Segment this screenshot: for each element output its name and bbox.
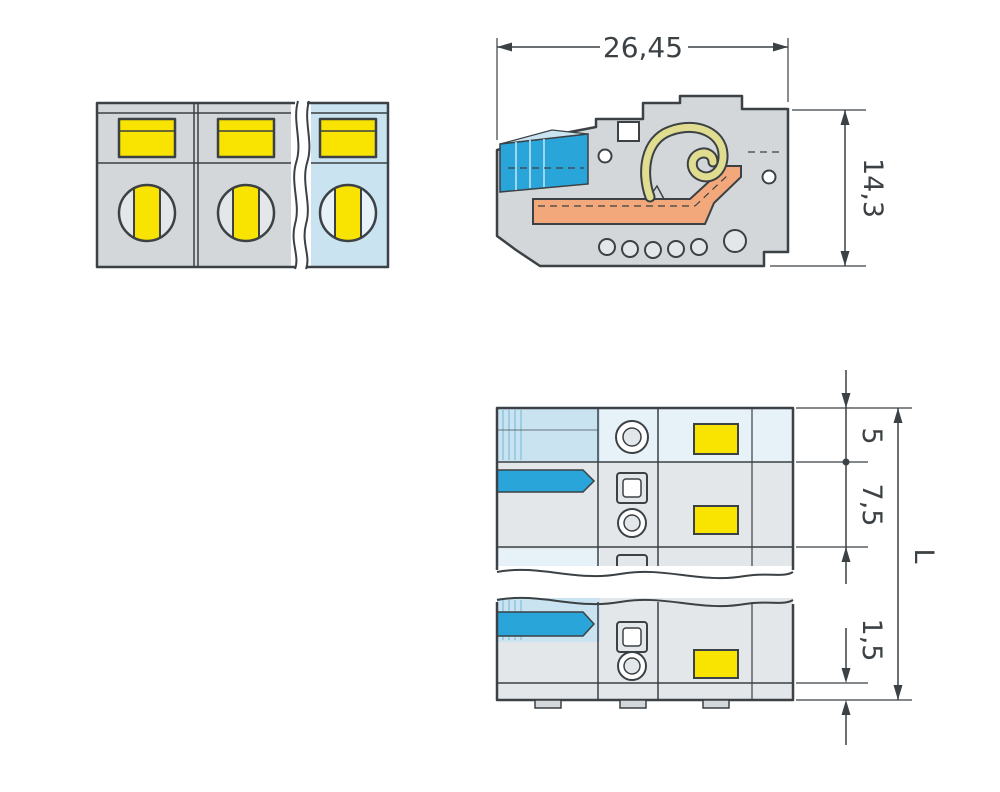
- module-end: [318, 117, 378, 243]
- end-pole-features: [616, 621, 739, 681]
- conductor-entry: [216, 183, 276, 243]
- busbar: [532, 165, 742, 225]
- dim-end-offset: 1,5: [841, 619, 887, 745]
- front-view: [95, 99, 390, 271]
- break-gap: [291, 99, 311, 271]
- pole-pitch-view: [494, 406, 798, 709]
- clamp-actuator: [334, 185, 362, 241]
- pole-2-features: [616, 472, 739, 538]
- dim-overall-height: 14,3: [770, 109, 888, 267]
- dim-total-length: L: [893, 408, 939, 700]
- dim-pitch: 7,5: [841, 484, 887, 584]
- cage-clamp: [499, 129, 589, 193]
- side-section-view: [495, 94, 790, 268]
- break-gap: [494, 566, 798, 604]
- dim-total-length-label: L: [908, 548, 939, 563]
- pin-hole: [761, 169, 777, 185]
- strain-relief-ribs: [598, 229, 747, 259]
- dim-overall-width-label: 26,45: [603, 31, 683, 64]
- pin-hole: [597, 148, 613, 164]
- dim-pitch-label: 7,5: [856, 484, 887, 527]
- clamping-spring: [640, 121, 729, 203]
- dim-first-pole-label: 5: [856, 427, 887, 444]
- mounting-foot: [619, 699, 647, 709]
- module-1: [117, 117, 177, 243]
- locking-lever: [496, 469, 596, 493]
- conductor-entry: [318, 183, 378, 243]
- coding-tab: [693, 423, 739, 455]
- module-2: [216, 117, 276, 243]
- mounting-foot: [702, 699, 730, 709]
- push-button: [216, 117, 276, 159]
- coding-tab: [693, 649, 739, 679]
- dim-overall-width: 26,45: [496, 31, 789, 140]
- locking-lever: [496, 611, 596, 637]
- dim-end-offset-label: 1,5: [856, 619, 887, 662]
- dim-overall-height-label: 14,3: [857, 158, 888, 218]
- clamp-actuator: [232, 185, 260, 241]
- push-button: [318, 117, 378, 159]
- latch-window: [617, 121, 640, 142]
- dim-first-pole: 5: [841, 370, 887, 547]
- clamp-actuator: [133, 185, 161, 241]
- pole-1-features: [615, 420, 739, 455]
- coding-tab: [693, 505, 739, 535]
- module-divider: [193, 103, 199, 267]
- conductor-entry: [117, 183, 177, 243]
- mounting-foot: [534, 699, 562, 709]
- push-button: [117, 117, 177, 159]
